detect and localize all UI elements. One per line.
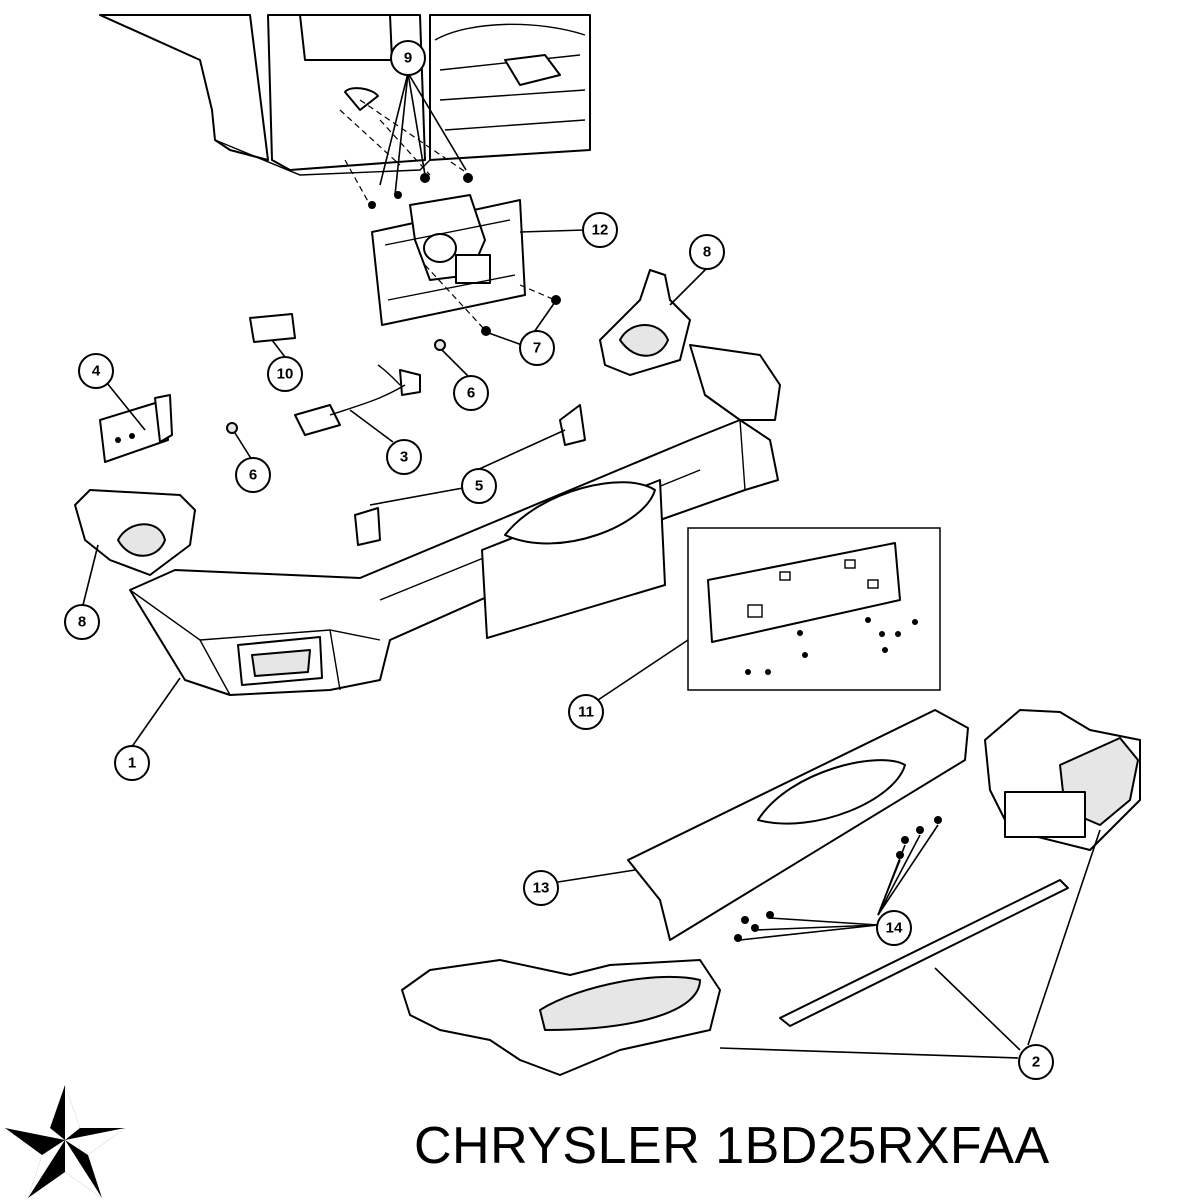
callout-5: 5 — [461, 468, 497, 504]
callout-7: 7 — [519, 330, 555, 366]
harness-3 — [294, 364, 421, 436]
callout-12: 12 — [582, 212, 618, 248]
bumper-1 — [129, 344, 781, 696]
callout-2: 2 — [1018, 1044, 1054, 1080]
trim-strip-2 — [779, 879, 1069, 1027]
nut-6a — [434, 339, 446, 351]
bracket-5b — [354, 507, 381, 546]
callout-1: 1 — [114, 745, 150, 781]
part-caption: CHRYSLER 1BD25RXFAA — [414, 1116, 1050, 1176]
bumper-end-bracket-8-right — [599, 269, 691, 376]
pentastar-icon — [5, 1085, 125, 1198]
callout-label-8-right: 8 — [703, 244, 711, 261]
callout-label-12: 12 — [592, 222, 609, 239]
bumper-end-bracket-8-left — [74, 489, 196, 576]
brand-name: CHRYSLER — [414, 1117, 701, 1175]
callout-label-10: 10 — [277, 366, 294, 383]
callout-6-upper: 6 — [453, 375, 489, 411]
callout-label-7: 7 — [533, 340, 541, 357]
bracket-4 — [99, 394, 173, 463]
plate-assembly-11-inset — [687, 527, 941, 691]
end-cap-2-right — [984, 709, 1141, 851]
bracket-5a — [559, 404, 586, 446]
callout-9: 9 — [390, 40, 426, 76]
callout-10: 10 — [267, 356, 303, 392]
callout-label-2: 2 — [1032, 1054, 1040, 1071]
callout-6-lower: 6 — [235, 457, 271, 493]
part-number: 1BD25RXFAA — [715, 1117, 1050, 1175]
callout-4: 4 — [78, 353, 114, 389]
callout-label-4: 4 — [92, 363, 101, 380]
callout-8-right: 8 — [689, 234, 725, 270]
callout-3: 3 — [386, 439, 422, 475]
nut-6b — [226, 422, 238, 434]
callout-label-5: 5 — [475, 478, 483, 495]
leader-lines — [82, 72, 1101, 1059]
step-pad-13 — [627, 709, 969, 941]
license-bracket-12 — [371, 194, 561, 336]
callout-8-left: 8 — [64, 604, 100, 640]
callout-label-6-upper: 6 — [467, 385, 475, 402]
callout-13: 13 — [523, 870, 559, 906]
screws-14 — [734, 816, 942, 942]
vehicle-body — [99, 14, 591, 176]
callout-11: 11 — [568, 694, 604, 730]
callout-14: 14 — [876, 910, 912, 946]
callout-label-6-lower: 6 — [249, 467, 257, 484]
end-cap-2-left — [401, 959, 721, 1076]
pad-10 — [249, 313, 296, 343]
callout-label-8-left: 8 — [78, 614, 86, 631]
callout-label-14: 14 — [886, 920, 903, 937]
callout-label-1: 1 — [128, 755, 136, 772]
callout-label-11: 11 — [578, 704, 594, 721]
callout-label-3: 3 — [400, 449, 408, 466]
callout-label-13: 13 — [533, 880, 550, 897]
callout-label-9: 9 — [404, 50, 412, 67]
